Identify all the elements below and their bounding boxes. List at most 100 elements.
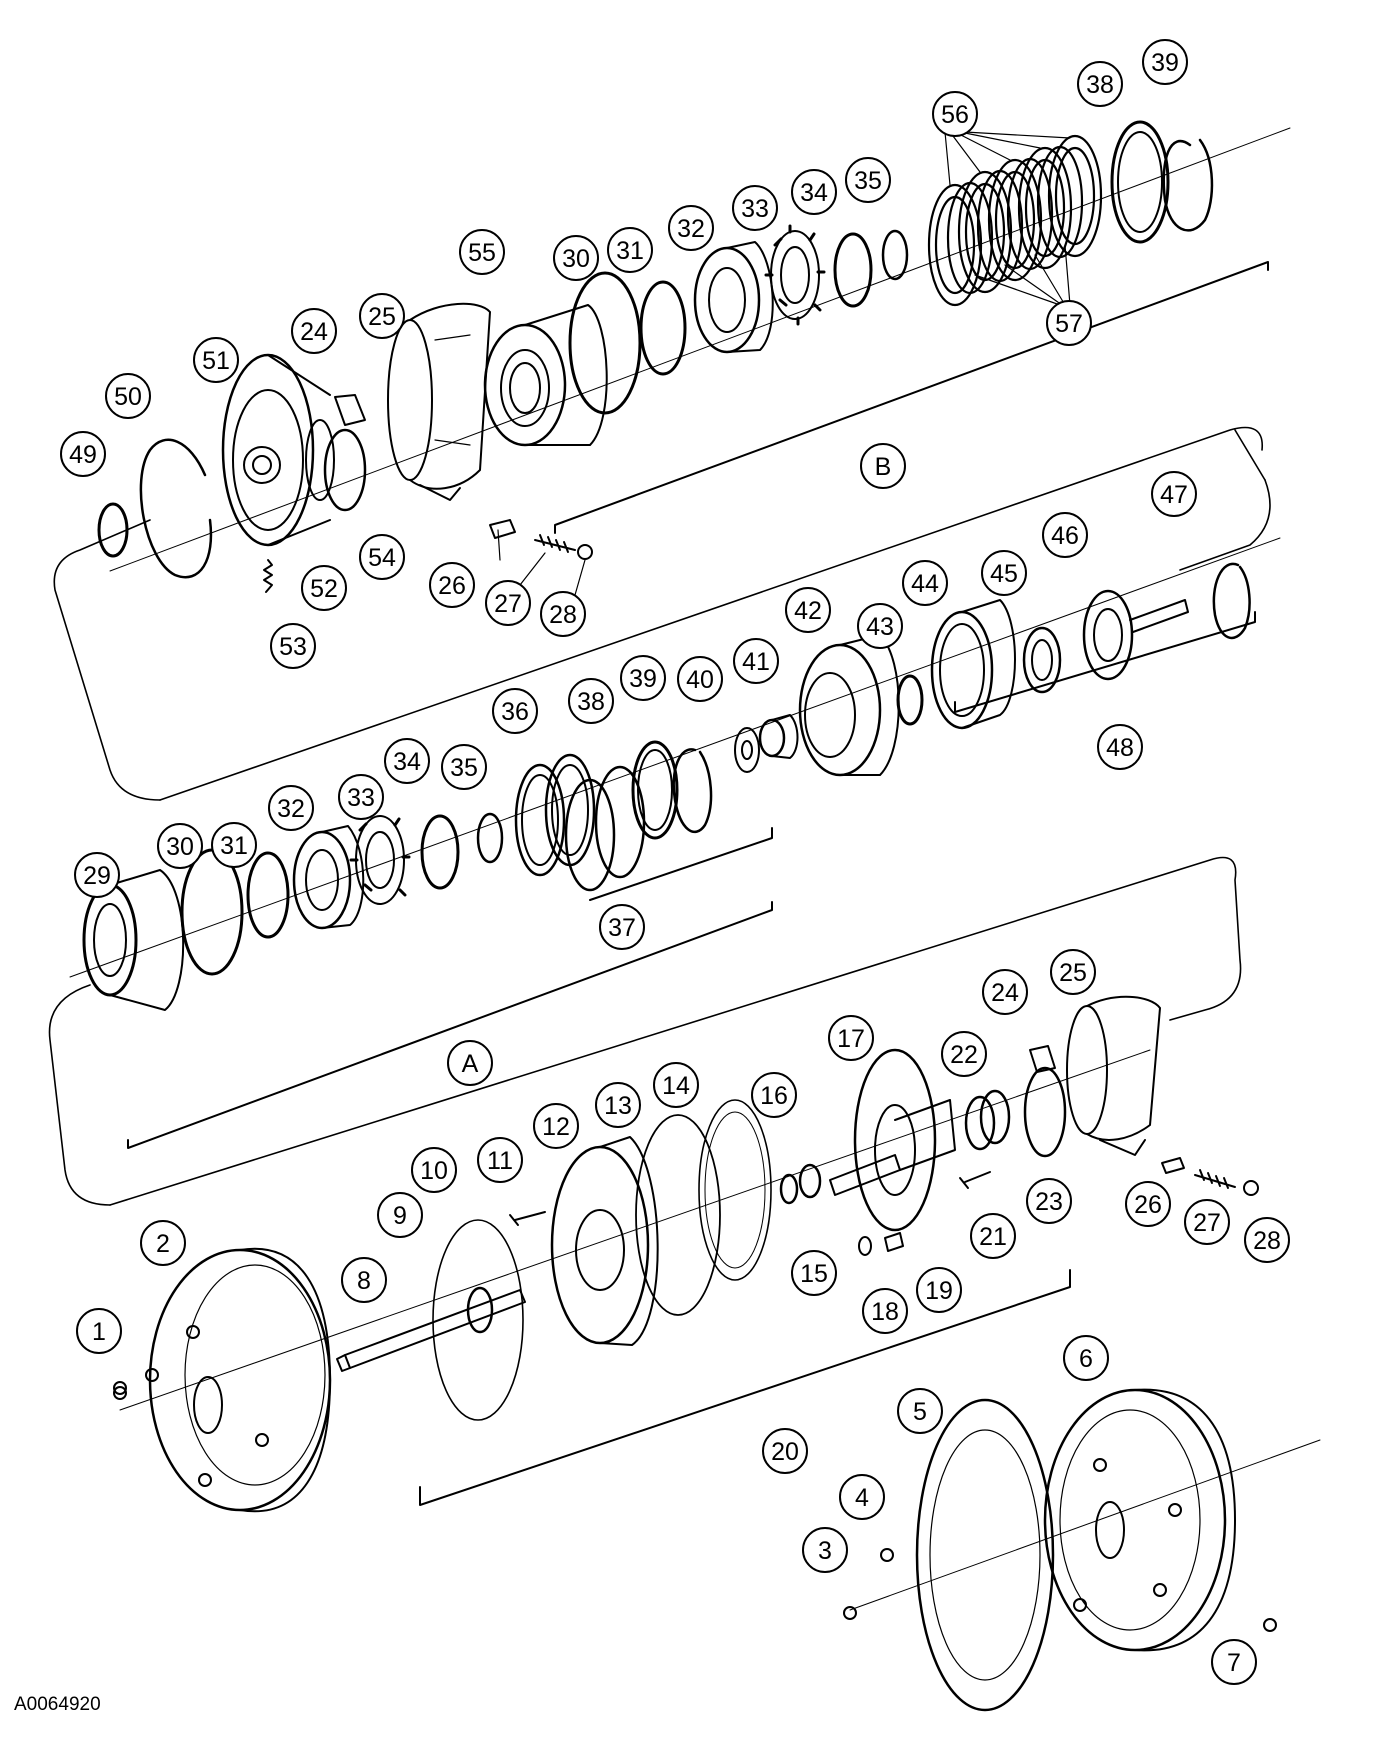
callout-circle <box>377 1192 423 1238</box>
callout-46: 46 <box>1042 512 1088 558</box>
callout-B: B <box>860 443 906 489</box>
callout-label: 26 <box>1134 1191 1162 1219</box>
callout-label: 13 <box>604 1092 632 1120</box>
callout-47: 47 <box>1151 471 1197 517</box>
callout-circle <box>291 308 337 354</box>
callout-circle <box>862 1288 908 1334</box>
callout-56: 56 <box>932 91 978 137</box>
callout-label: 30 <box>166 833 194 861</box>
callout-circle <box>447 1040 493 1086</box>
callout-circle <box>359 293 405 339</box>
callout-label: 32 <box>277 795 305 823</box>
callout-circle <box>338 774 384 820</box>
callout-30: 30 <box>553 235 599 281</box>
callout-circle <box>485 580 531 626</box>
callout-circle <box>932 91 978 137</box>
callout-55: 55 <box>459 229 505 275</box>
callout-52: 52 <box>301 565 347 611</box>
callout-label: 2 <box>156 1230 170 1258</box>
callout-20: 20 <box>762 1428 808 1474</box>
callout-circle <box>411 1147 457 1193</box>
callout-label: 55 <box>468 239 496 267</box>
callout-31: 31 <box>211 822 257 868</box>
callout-label: 6 <box>1079 1345 1093 1373</box>
callout-label: 52 <box>310 575 338 603</box>
callout-label: 15 <box>800 1260 828 1288</box>
callout-circle <box>828 1015 874 1061</box>
callout-circle <box>802 1527 848 1573</box>
callout-38: 38 <box>568 678 614 724</box>
callout-17: 17 <box>828 1015 874 1061</box>
callout-49: 49 <box>60 431 106 477</box>
callout-30: 30 <box>157 823 203 869</box>
callout-26: 26 <box>1125 1181 1171 1227</box>
callout-circle <box>982 969 1028 1015</box>
callout-label: 9 <box>393 1202 407 1230</box>
callout-41: 41 <box>733 638 779 684</box>
callout-21: 21 <box>970 1213 1016 1259</box>
callout-label: 28 <box>1253 1227 1281 1255</box>
callout-19: 19 <box>916 1267 962 1313</box>
callout-circle <box>791 169 837 215</box>
callout-label: 49 <box>69 441 97 469</box>
callout-18: 18 <box>862 1288 908 1334</box>
callout-label: 35 <box>450 754 478 782</box>
callout-circle <box>492 688 538 734</box>
callout-10: 10 <box>411 1147 457 1193</box>
callout-label: A <box>462 1050 479 1078</box>
callout-label: 53 <box>279 633 307 661</box>
callout-circle <box>1244 1217 1290 1263</box>
callout-label: 16 <box>760 1082 788 1110</box>
callout-circle <box>839 1474 885 1520</box>
callout-label: 12 <box>542 1113 570 1141</box>
callout-label: 44 <box>911 570 939 598</box>
callout-circle <box>1046 300 1092 346</box>
callout-27: 27 <box>485 580 531 626</box>
callout-26: 26 <box>429 562 475 608</box>
callout-circle <box>762 1428 808 1474</box>
callout-12: 12 <box>533 1103 579 1149</box>
callout-43: 43 <box>857 603 903 649</box>
callout-circle <box>1125 1181 1171 1227</box>
callout-9: 9 <box>377 1192 423 1238</box>
callout-27: 27 <box>1184 1199 1230 1245</box>
callout-label: 36 <box>501 698 529 726</box>
callout-circle <box>1042 512 1088 558</box>
callout-label: 27 <box>494 590 522 618</box>
callout-circle <box>1077 61 1123 107</box>
callout-25: 25 <box>359 293 405 339</box>
callout-circle <box>384 738 430 784</box>
callout-label: 51 <box>202 347 230 375</box>
callout-38: 38 <box>1077 61 1123 107</box>
callout-circle <box>553 235 599 281</box>
callout-14: 14 <box>653 1062 699 1108</box>
callout-circle <box>1211 1639 1257 1685</box>
callout-7: 7 <box>1211 1639 1257 1685</box>
callout-circle <box>941 1031 987 1077</box>
callout-circle <box>60 431 106 477</box>
callout-label: 23 <box>1035 1188 1063 1216</box>
callout-circle <box>1184 1199 1230 1245</box>
callout-11: 11 <box>477 1137 523 1183</box>
callout-label: 39 <box>1151 49 1179 77</box>
callout-circle <box>568 678 614 724</box>
callout-circle <box>533 1103 579 1149</box>
callout-circle <box>916 1267 962 1313</box>
callout-label: 54 <box>368 544 396 572</box>
callout-57: 57 <box>1046 300 1092 346</box>
callout-label: 18 <box>871 1298 899 1326</box>
callout-25: 25 <box>1050 949 1096 995</box>
callout-circle <box>211 822 257 868</box>
callout-circle <box>1050 949 1096 995</box>
callout-circle <box>653 1062 699 1108</box>
callout-37: 37 <box>599 904 645 950</box>
callout-15: 15 <box>791 1250 837 1296</box>
callout-35: 35 <box>441 744 487 790</box>
callout-8: 8 <box>341 1257 387 1303</box>
callout-33: 33 <box>338 774 384 820</box>
callout-53: 53 <box>270 623 316 669</box>
callout-label: 43 <box>866 613 894 641</box>
callout-label: 31 <box>220 832 248 860</box>
callout-4: 4 <box>839 1474 885 1520</box>
